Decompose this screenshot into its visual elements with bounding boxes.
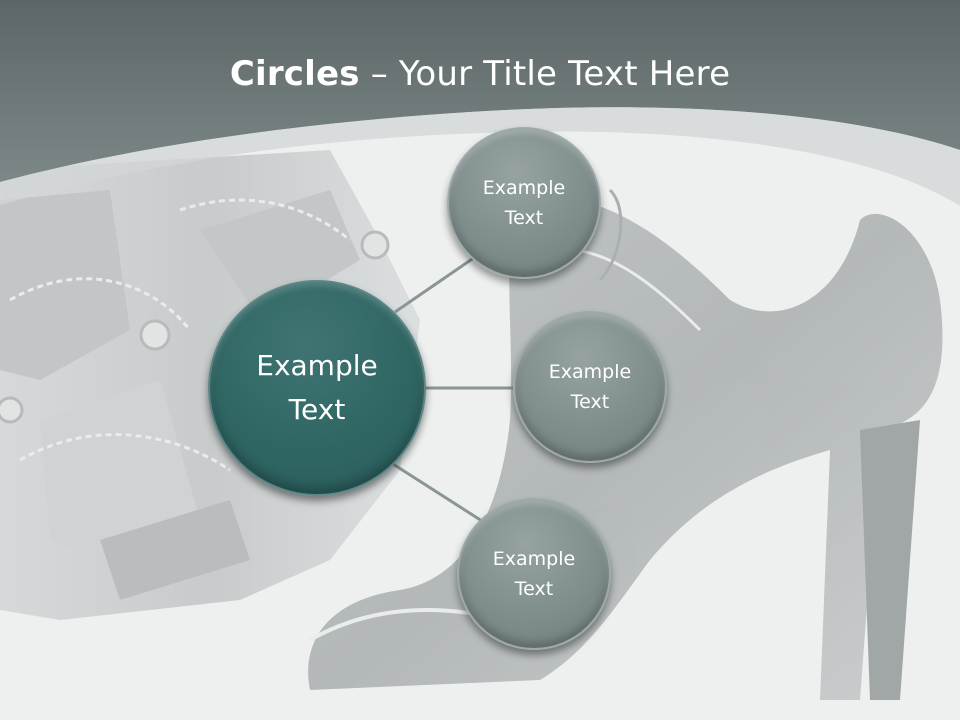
satellite-circle-label: Example Text (492, 548, 576, 600)
title-rest: – Your Title Text Here (359, 54, 731, 94)
satellite-circle-top[interactable]: Example Text (447, 127, 601, 279)
center-circle[interactable]: Example Text (208, 280, 426, 496)
center-circle-label: Example Text (256, 349, 378, 426)
slide-title: Circles – Your Title Text Here (0, 54, 960, 94)
satellite-circle-bottom[interactable]: Example Text (457, 498, 611, 650)
satellite-circle-label: Example Text (482, 177, 566, 229)
title-bold: Circles (229, 54, 360, 94)
satellite-circle-label: Example Text (548, 361, 632, 413)
satellite-circle-middle[interactable]: Example Text (513, 311, 667, 463)
